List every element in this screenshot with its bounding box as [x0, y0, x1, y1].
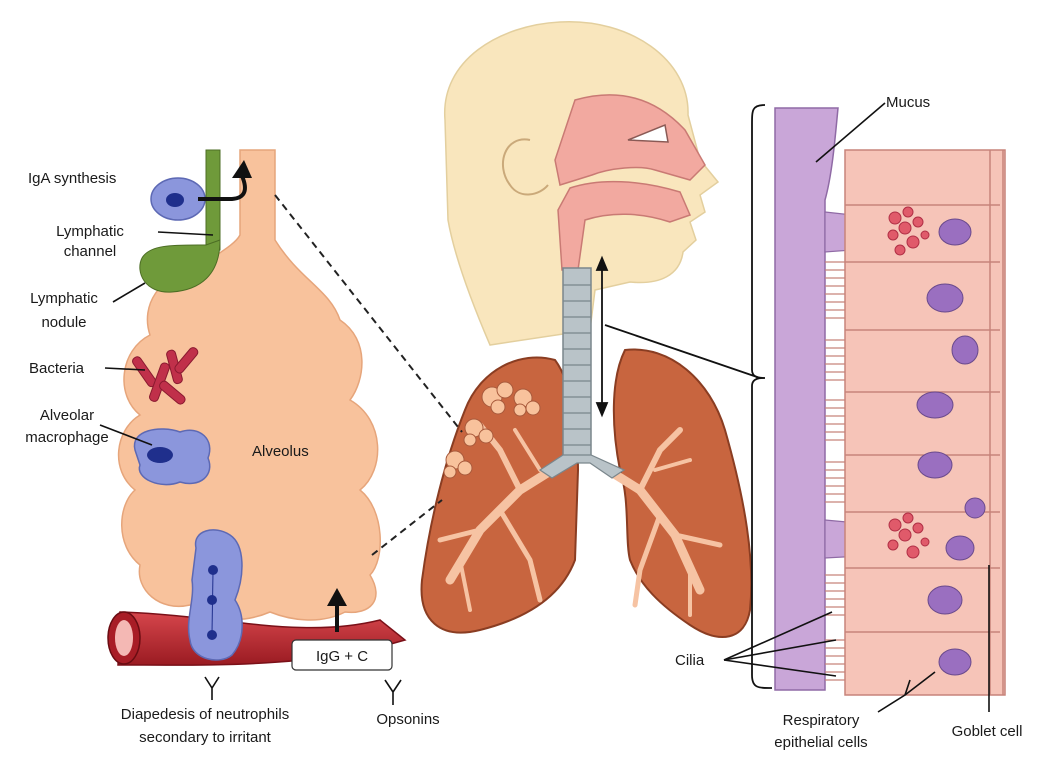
alveolar-clusters	[443, 381, 541, 479]
neutrophil-diapedesis	[187, 529, 243, 661]
label-lymphatic-channel-2: channel	[64, 243, 117, 260]
label-alveolar-macrophage-1: Alveolar	[40, 407, 94, 424]
label-alveolar-macrophage-2: macrophage	[25, 429, 108, 446]
mucociliary-arrow	[595, 255, 609, 418]
trachea-connector-line	[604, 324, 761, 379]
alveolar-macrophage	[133, 428, 211, 486]
bacteria-cluster	[132, 347, 199, 405]
label-igg-c: IgG + C	[316, 648, 368, 665]
magnify-line-lower	[371, 499, 443, 556]
epithelial-nuclei	[916, 218, 986, 676]
trachea	[538, 267, 626, 479]
upper-airway	[554, 94, 706, 271]
lymphatic-system	[139, 149, 221, 293]
epithelial-layer	[844, 149, 1006, 696]
ear-icon	[501, 138, 549, 196]
label-cilia: Cilia	[675, 652, 705, 669]
epithelium-bracket	[751, 104, 773, 689]
iga-arrow-head	[232, 160, 252, 178]
igg-arrow-head	[327, 588, 347, 606]
label-bacteria: Bacteria	[29, 360, 85, 377]
goblet-cell-granules	[887, 206, 930, 559]
label-opsonins: Opsonins	[376, 711, 439, 728]
cilia-row	[825, 261, 845, 681]
label-diapedesis-1: Diapedesis of neutrophils	[121, 706, 289, 723]
label-goblet-cell: Goblet cell	[952, 723, 1023, 740]
label-mucus: Mucus	[886, 94, 930, 111]
iga-plasma-cell	[150, 177, 206, 221]
magnify-line-upper	[274, 194, 463, 433]
bronchial-tree	[437, 422, 723, 617]
label-respiratory-2: epithelial cells	[774, 734, 867, 751]
iga-secretion-arrow	[198, 175, 247, 201]
label-lymphatic-nodule-1: Lymphatic	[30, 290, 98, 307]
label-respiratory-1: Respiratory	[783, 712, 860, 729]
label-iga-synthesis: IgA synthesis	[28, 170, 116, 187]
label-lymphatic-nodule-2: nodule	[41, 314, 86, 331]
label-diapedesis-2: secondary to irritant	[139, 729, 272, 746]
label-alveolus: Alveolus	[252, 443, 309, 460]
leader-lines	[99, 102, 990, 713]
label-lymphatic-channel-1: Lymphatic	[56, 223, 124, 240]
igg-box	[291, 639, 393, 671]
head-silhouette	[444, 21, 720, 346]
